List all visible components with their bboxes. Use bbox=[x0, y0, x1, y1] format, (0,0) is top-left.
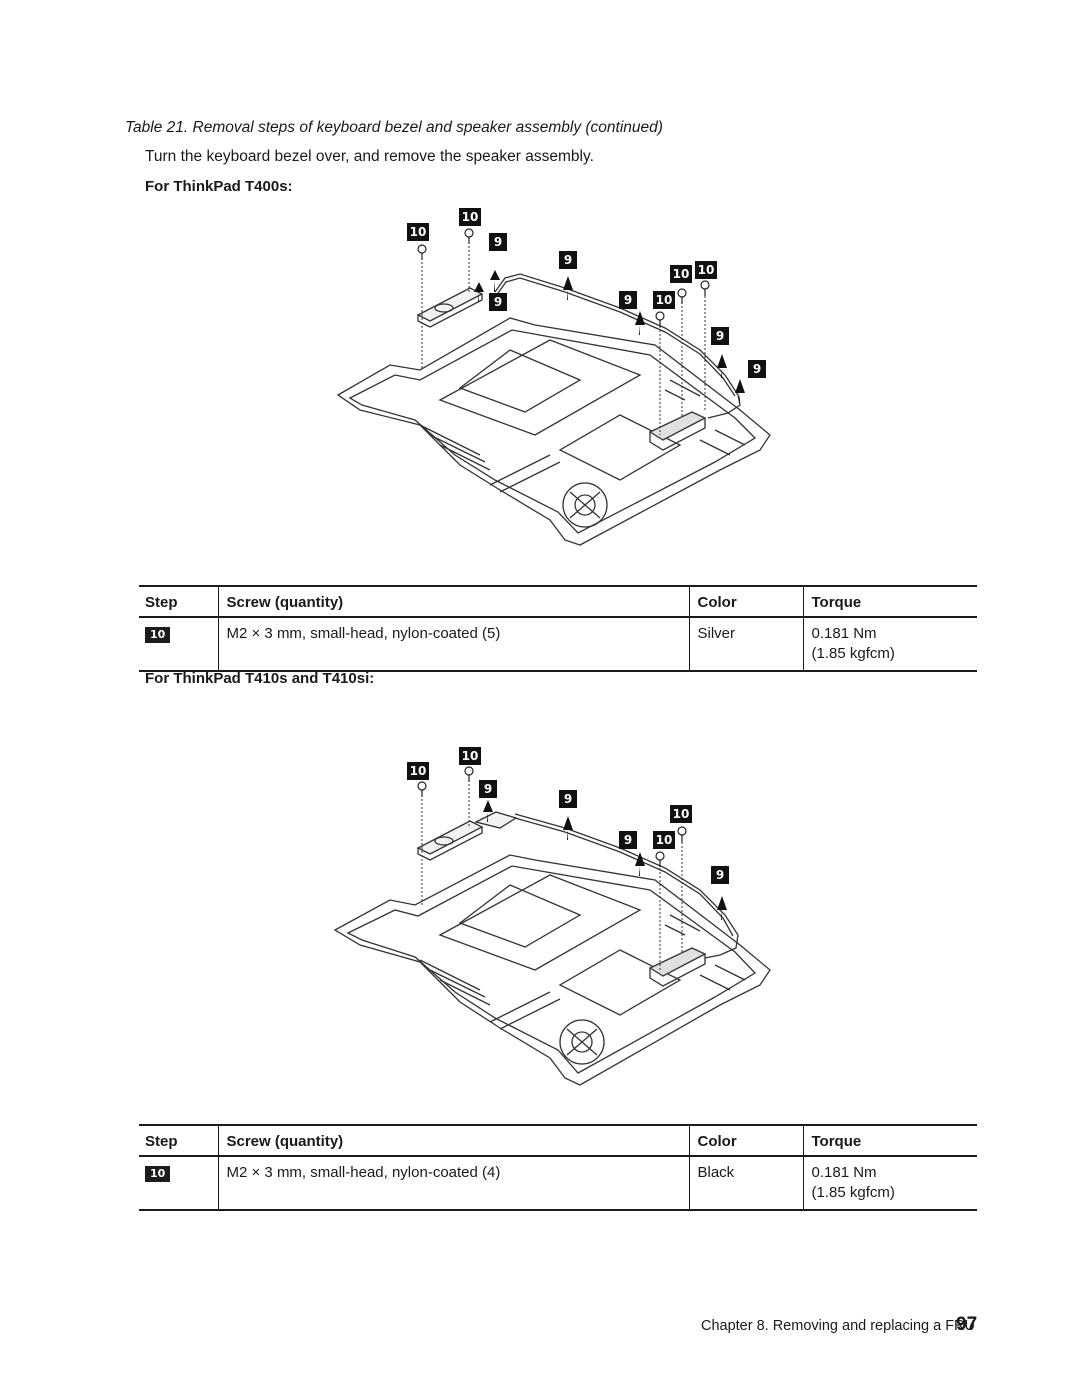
callout-9: 9 bbox=[748, 360, 766, 378]
color-cell: Black bbox=[688, 1156, 803, 1211]
callout-9: 9 bbox=[489, 233, 507, 251]
torque-cell: 0.181 Nm (1.85 kgfcm) bbox=[802, 617, 977, 672]
screw-cell: M2 × 3 mm, small-head, nylon-coated (4) bbox=[217, 1156, 689, 1211]
callout-label: 10 bbox=[698, 263, 715, 277]
callout-label: 10 bbox=[673, 267, 690, 281]
callout-label: 10 bbox=[656, 833, 673, 847]
callout-10: 10 bbox=[459, 747, 481, 765]
table-row: 10 M2 × 3 mm, small-head, nylon-coated (… bbox=[139, 1156, 977, 1211]
callout-9: 9 bbox=[559, 251, 577, 269]
callout-9: 9 bbox=[711, 327, 729, 345]
callout-9: 9 bbox=[489, 293, 507, 311]
callout-10: 10 bbox=[653, 291, 675, 309]
callout-9: 9 bbox=[711, 866, 729, 884]
step-cell: 10 bbox=[139, 617, 218, 672]
step-badge: 10 bbox=[145, 1166, 171, 1182]
callout-10: 10 bbox=[653, 831, 675, 849]
screw-spec-table-t400s: Step Screw (quantity) Color Torque 10 M2… bbox=[139, 585, 977, 672]
callout-9: 9 bbox=[479, 780, 497, 798]
callout-9: 9 bbox=[619, 291, 637, 309]
callout-label: 9 bbox=[564, 253, 572, 267]
callout-label: 10 bbox=[673, 807, 690, 821]
step-badge: 10 bbox=[145, 627, 171, 643]
section-heading-t400s: For ThinkPad T400s: bbox=[145, 178, 293, 195]
header-color: Color bbox=[688, 585, 803, 618]
header-screw-quantity: Screw (quantity) bbox=[217, 1124, 689, 1157]
page-number: 97 bbox=[956, 1314, 978, 1335]
callout-10: 10 bbox=[407, 762, 429, 780]
callout-label: 9 bbox=[494, 235, 502, 249]
callout-label: 9 bbox=[624, 293, 632, 307]
header-screw-quantity: Screw (quantity) bbox=[217, 585, 689, 618]
callout-10: 10 bbox=[407, 223, 429, 241]
callout-10: 10 bbox=[670, 265, 692, 283]
callout-label: 9 bbox=[564, 792, 572, 806]
table-caption: Table 21. Removal steps of keyboard beze… bbox=[125, 119, 663, 136]
header-step: Step bbox=[139, 585, 218, 618]
header-torque: Torque bbox=[802, 585, 977, 618]
torque-kgfcm: (1.85 kgfcm) bbox=[811, 645, 895, 662]
callout-label: 9 bbox=[716, 868, 724, 882]
callout-9: 9 bbox=[559, 790, 577, 808]
callout-label: 10 bbox=[410, 225, 427, 239]
callout-label: 9 bbox=[494, 295, 502, 309]
torque-nm: 0.181 Nm bbox=[811, 625, 877, 642]
screw-cell: M2 × 3 mm, small-head, nylon-coated (5) bbox=[217, 617, 689, 672]
callout-label: 10 bbox=[410, 764, 427, 778]
callout-10: 10 bbox=[695, 261, 717, 279]
header-color: Color bbox=[688, 1124, 803, 1157]
callout-9: 9 bbox=[619, 831, 637, 849]
header-torque: Torque bbox=[802, 1124, 977, 1157]
table-header-row: Step Screw (quantity) Color Torque bbox=[139, 585, 977, 618]
chapter-footer: Chapter 8. Removing and replacing a FRU bbox=[700, 1318, 975, 1334]
instruction-text: Turn the keyboard bezel over, and remove… bbox=[145, 148, 594, 165]
torque-kgfcm: (1.85 kgfcm) bbox=[811, 1184, 895, 1201]
table-row: 10 M2 × 3 mm, small-head, nylon-coated (… bbox=[139, 617, 977, 672]
section-heading-t410s: For ThinkPad T410s and T410si: bbox=[145, 670, 375, 687]
callout-label: 10 bbox=[462, 210, 479, 224]
exploded-diagram-t410s: 10 10 9 9 10 9 10 9 bbox=[333, 747, 771, 1086]
color-cell: Silver bbox=[688, 617, 803, 672]
callout-label: 10 bbox=[462, 749, 479, 763]
screw-spec-table-t410s: Step Screw (quantity) Color Torque 10 M2… bbox=[139, 1124, 977, 1211]
callout-10: 10 bbox=[459, 208, 481, 226]
torque-nm: 0.181 Nm bbox=[811, 1164, 877, 1181]
callout-label: 9 bbox=[716, 329, 724, 343]
step-cell: 10 bbox=[139, 1156, 218, 1211]
header-step: Step bbox=[139, 1124, 218, 1157]
torque-cell: 0.181 Nm (1.85 kgfcm) bbox=[802, 1156, 977, 1211]
callout-label: 9 bbox=[484, 782, 492, 796]
callout-10: 10 bbox=[670, 805, 692, 823]
callout-label: 9 bbox=[753, 362, 761, 376]
table-header-row: Step Screw (quantity) Color Torque bbox=[139, 1124, 977, 1157]
exploded-diagram-t400s: 10 10 9 9 9 10 10 9 10 9 9 bbox=[336, 208, 771, 546]
callout-label: 10 bbox=[656, 293, 673, 307]
callout-label: 9 bbox=[624, 833, 632, 847]
